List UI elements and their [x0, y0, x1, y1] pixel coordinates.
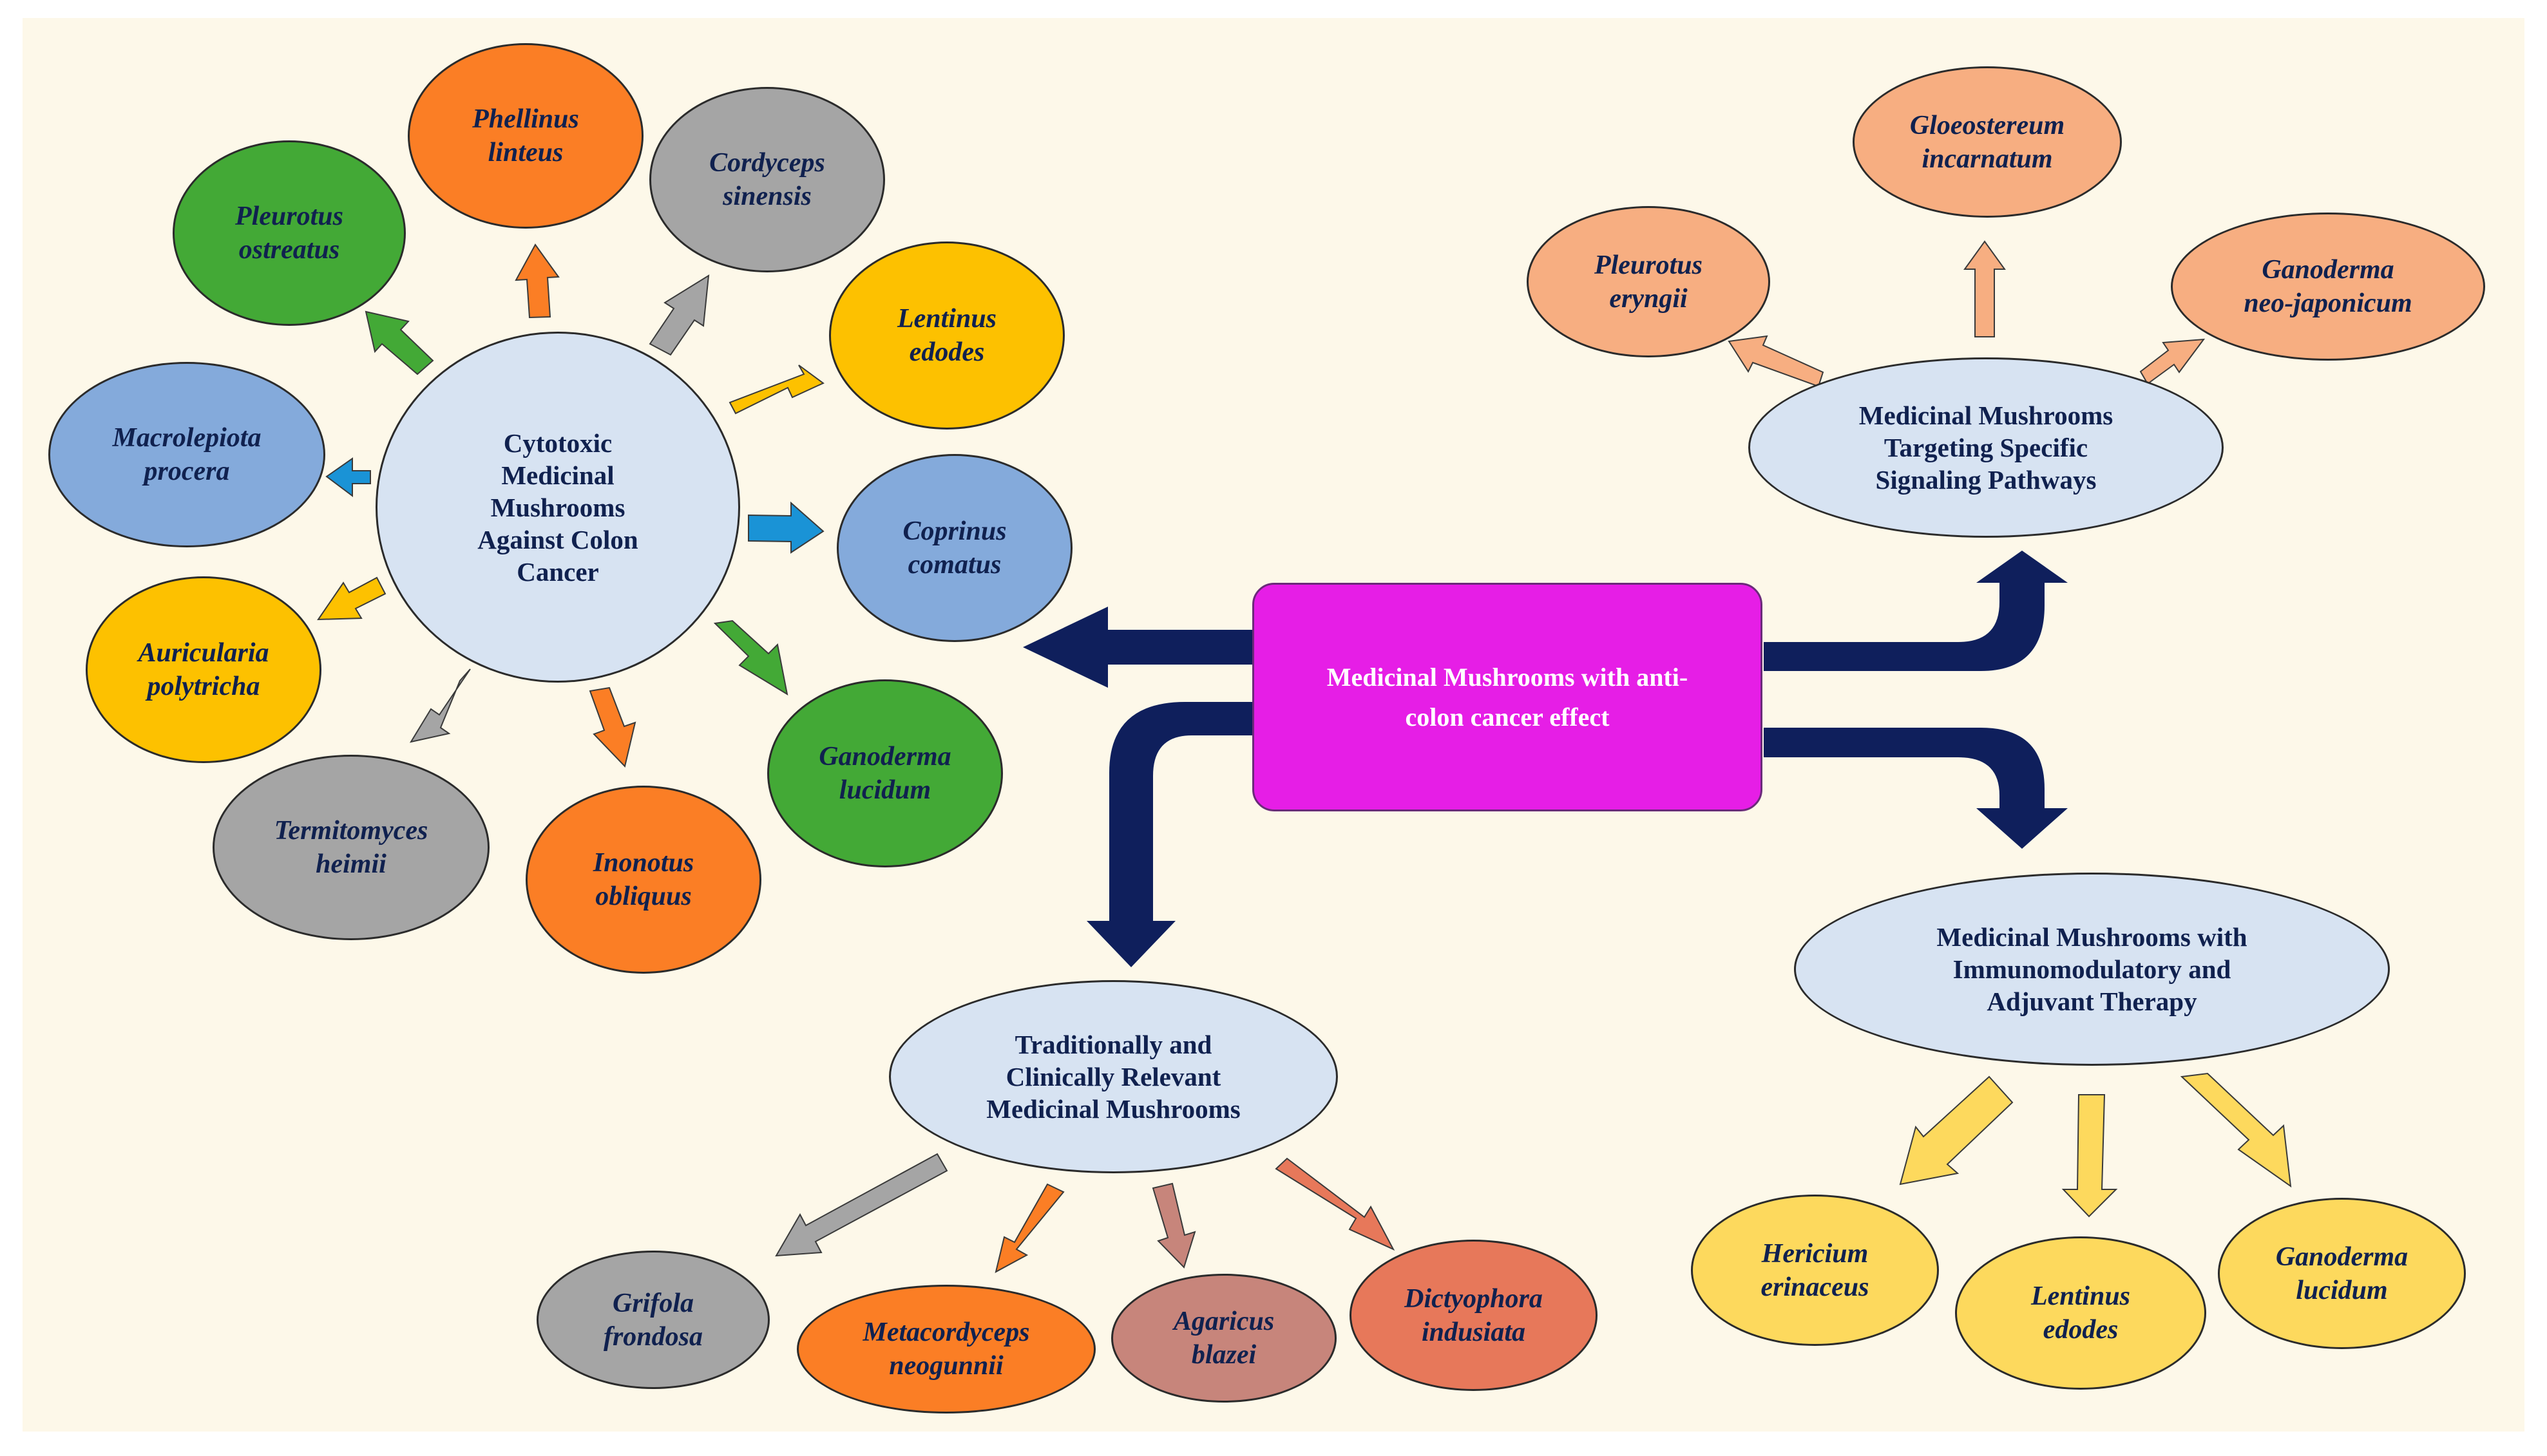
center-box: Medicinal Mushrooms with anti- colon can… [1252, 583, 1762, 811]
species-label: Ganoderma neo-japonicum [2244, 255, 2412, 318]
arrow-to-lentinus-immuno [2061, 1094, 2118, 1218]
species-label: Gloeostereum incarnatum [1909, 110, 2065, 174]
traditional-hub: Traditionally and Clinically Relevant Me… [889, 980, 1338, 1173]
signaling-hub-label: Medicinal Mushrooms Targeting Specific S… [1858, 401, 2113, 495]
species-dictyophora-indusiata: Dictyophora indusiata [1350, 1240, 1598, 1391]
arrow-to-pleurotus-eryngii [1728, 335, 1824, 388]
species-auricularia-polytricha: Auricularia polytricha [86, 576, 321, 763]
species-label: Auricularia polytricha [138, 638, 269, 701]
arrow-to-coprinus [748, 501, 825, 554]
arrow-to-inonotus [589, 686, 636, 768]
arrow-to-hericium [1899, 1075, 2014, 1186]
center-label: Medicinal Mushrooms with anti- colon can… [1326, 662, 1688, 732]
species-label: Grifola frondosa [603, 1288, 703, 1352]
immuno-hub-label: Medicinal Mushrooms with Immunomodulator… [1936, 922, 2247, 1016]
species-label: Termitomyces heimii [274, 816, 428, 879]
species-label: Cordyceps sinensis [709, 148, 825, 211]
arrow-to-gloeostereum [1963, 240, 2006, 337]
species-label: Pleurotus ostreatus [234, 202, 344, 265]
species-pleurotus-ostreatus: Pleurotus ostreatus [173, 140, 406, 326]
arrow-to-dictyophora [1275, 1157, 1395, 1251]
arrow-to-auricularia [317, 576, 386, 621]
species-cordyceps-sinensis: Cordyceps sinensis [649, 87, 885, 272]
species-label: Phellinus linteus [472, 104, 579, 167]
arrow-to-ganoderma-neo [2139, 338, 2206, 385]
immuno-hub: Medicinal Mushrooms with Immunomodulator… [1794, 873, 2390, 1066]
species-pleurotus-eryngii: Pleurotus eryngii [1527, 206, 1770, 357]
traditional-hub-label: Traditionally and Clinically Relevant Me… [986, 1030, 1241, 1124]
species-termitomyces-heimii: Termitomyces heimii [213, 755, 490, 940]
species-label: Coprinus comatus [902, 516, 1007, 580]
navy-arrow-up-right [1764, 551, 2068, 671]
species-lentinus-edodes-immuno: Lentinus edodes [1955, 1236, 2206, 1390]
species-metacordyceps-neogunnii: Metacordyceps neogunnii [797, 1285, 1096, 1413]
arrow-to-agaricus [1152, 1182, 1196, 1269]
species-label: Metacordyceps neogunnii [863, 1318, 1030, 1381]
species-gloeostereum-incarnatum: Gloeostereum incarnatum [1853, 66, 2122, 218]
species-coprinus-comatus: Coprinus comatus [837, 454, 1073, 642]
navy-arrow-down-left [1087, 702, 1256, 967]
species-label: Lentinus edodes [2030, 1281, 2131, 1345]
species-lentinus-edodes: Lentinus edodes [829, 241, 1065, 430]
arrow-to-metacordyceps [995, 1183, 1065, 1273]
species-agaricus-blazei: Agaricus blazei [1111, 1274, 1337, 1403]
cytotoxic-hub: Cytotoxic Medicinal Mushrooms Against Co… [376, 332, 740, 683]
species-label: Agaricus blazei [1173, 1307, 1275, 1370]
species-label: Ganoderma lucidum [819, 742, 951, 805]
species-phellinus-linteus: Phellinus linteus [408, 43, 644, 229]
arrow-to-macrolepiota [325, 457, 371, 497]
species-label: Hericium erinaceus [1760, 1238, 1869, 1302]
arrow-to-pleurotus-ostreatus [365, 310, 434, 375]
arrow-to-ganoderma [713, 619, 788, 696]
navy-arrow-down-right [1764, 728, 2068, 849]
arrow-to-termitomyces [409, 668, 471, 743]
arrow-to-lentinus [729, 364, 825, 415]
species-ganoderma-lucidum-immuno: Ganoderma lucidum [2218, 1198, 2466, 1349]
species-label: Inonotus obliquus [593, 848, 694, 911]
species-label: Ganoderma lucidum [2275, 1242, 2409, 1305]
species-label: Dictyophora indusiata [1404, 1283, 1543, 1347]
species-ganoderma-neo-japonicum: Ganoderma neo-japonicum [2171, 213, 2485, 361]
species-grifola-frondosa: Grifola frondosa [537, 1251, 770, 1389]
arrow-to-grifola [775, 1153, 948, 1257]
species-label: Pleurotus eryngii [1594, 250, 1703, 314]
species-macrolepiota-procera: Macrolepiota procera [48, 362, 325, 547]
species-ganoderma-lucidum: Ganoderma lucidum [767, 679, 1003, 867]
cytotoxic-hub-label: Cytotoxic Medicinal Mushrooms Against Co… [477, 428, 638, 587]
species-label: Lentinus edodes [897, 304, 997, 367]
species-label: Macrolepiota procera [112, 423, 262, 486]
arrow-to-phellinus [515, 243, 560, 319]
signaling-hub: Medicinal Mushrooms Targeting Specific S… [1748, 357, 2224, 538]
species-inonotus-obliquus: Inonotus obliquus [526, 786, 761, 974]
species-hericium-erinaceus: Hericium erinaceus [1691, 1195, 1939, 1346]
arrow-to-ganoderma-immuno [2180, 1072, 2292, 1188]
arrow-to-cordyceps [649, 274, 710, 356]
navy-arrow-left [1023, 607, 1256, 688]
